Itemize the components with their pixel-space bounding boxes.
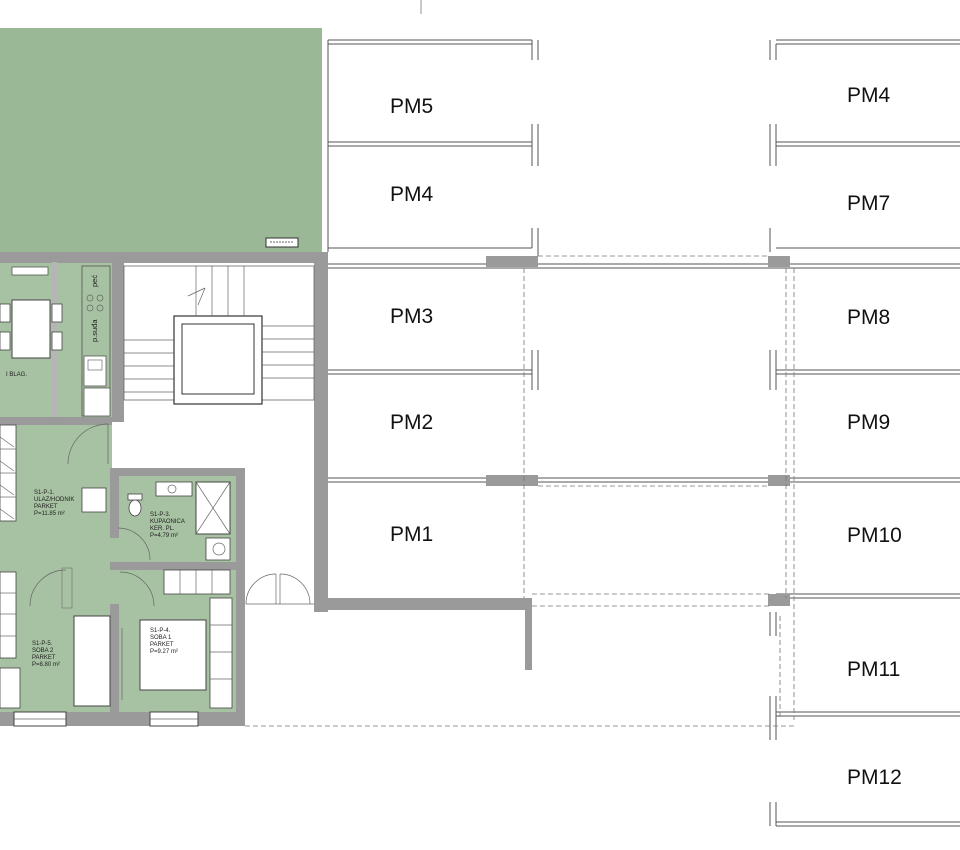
svg-text:PARKET: PARKET xyxy=(34,504,58,510)
parking-spot-pm12: PM12 xyxy=(847,766,902,789)
svg-text:P=8.80 m²: P=8.80 m² xyxy=(32,662,60,668)
staircase xyxy=(123,265,315,405)
kitchen: peć p.suđa I BLAG. xyxy=(6,265,111,417)
dishwasher-label: p.suđa xyxy=(90,319,99,342)
entrance-door xyxy=(245,573,314,605)
garden-area xyxy=(0,28,322,252)
hallway-labels: S1-P-1. ULAZ/HODNIK PARKET P=11.85 m² xyxy=(34,490,74,517)
garden-bench-icon xyxy=(265,237,299,248)
parking-spot-pm2: PM2 xyxy=(390,411,433,434)
parking-spot-pm9: PM9 xyxy=(847,411,890,434)
stove-label: peć xyxy=(90,275,99,287)
parking-spot-pm7: PM7 xyxy=(847,192,890,215)
dashed-outlines xyxy=(245,255,795,727)
bathroom-labels: S1-P-3. KUPAONICA KER. PL. P=4.79 m² xyxy=(150,512,185,539)
parking-labels-left: PM5 PM4 PM3 PM2 PM1 xyxy=(390,95,434,546)
dining-label: I BLAG. xyxy=(6,372,27,378)
room-1-labels: S1-P-4. SOBA 1 PARKET P=9.27 m² xyxy=(150,628,178,655)
svg-text:SOBA 2: SOBA 2 xyxy=(32,648,54,654)
room-2-labels: S1-P-5. SOBA 2 PARKET P=8.80 m² xyxy=(32,641,60,668)
svg-text:P=11.85 m²: P=11.85 m² xyxy=(34,511,65,517)
parking-labels-right: PM4 PM7 PM8 PM9 PM10 PM11 PM12 xyxy=(847,84,902,789)
svg-text:S1-P-5.: S1-P-5. xyxy=(32,641,53,647)
svg-text:S1-P-3.: S1-P-3. xyxy=(150,512,171,518)
svg-text:KER. PL.: KER. PL. xyxy=(150,526,175,532)
svg-text:PARKET: PARKET xyxy=(150,642,174,648)
stove-icon xyxy=(86,294,104,312)
svg-text:ULAZ/HODNIK: ULAZ/HODNIK xyxy=(34,497,74,503)
svg-text:P=9.27 m²: P=9.27 m² xyxy=(150,649,178,655)
parking-spot-pm3: PM3 xyxy=(390,305,433,328)
parking-spot-pm11: PM11 xyxy=(847,658,900,681)
dining-table xyxy=(0,299,63,359)
svg-text:S1-P-1.: S1-P-1. xyxy=(34,490,55,496)
parking-spot-pm4-right: PM4 xyxy=(847,84,891,107)
svg-text:PARKET: PARKET xyxy=(32,655,56,661)
parking-spot-pm5: PM5 xyxy=(390,95,433,118)
bathroom xyxy=(117,477,234,561)
svg-text:P=4.79 m²: P=4.79 m² xyxy=(150,533,178,539)
parking-spot-pm8: PM8 xyxy=(847,306,890,329)
parking-lines xyxy=(327,39,960,827)
parking-spot-pm10: PM10 xyxy=(847,524,902,547)
hallway-wardrobe xyxy=(0,423,109,522)
svg-text:SOBA 1: SOBA 1 xyxy=(150,635,172,641)
parking-spot-pm1: PM1 xyxy=(390,523,433,546)
parking-spot-pm4: PM4 xyxy=(390,183,434,206)
svg-text:KUPAONICA: KUPAONICA xyxy=(150,519,185,525)
room-1 xyxy=(119,569,233,727)
svg-text:S1-P-4.: S1-P-4. xyxy=(150,628,171,634)
room-2 xyxy=(0,569,123,727)
